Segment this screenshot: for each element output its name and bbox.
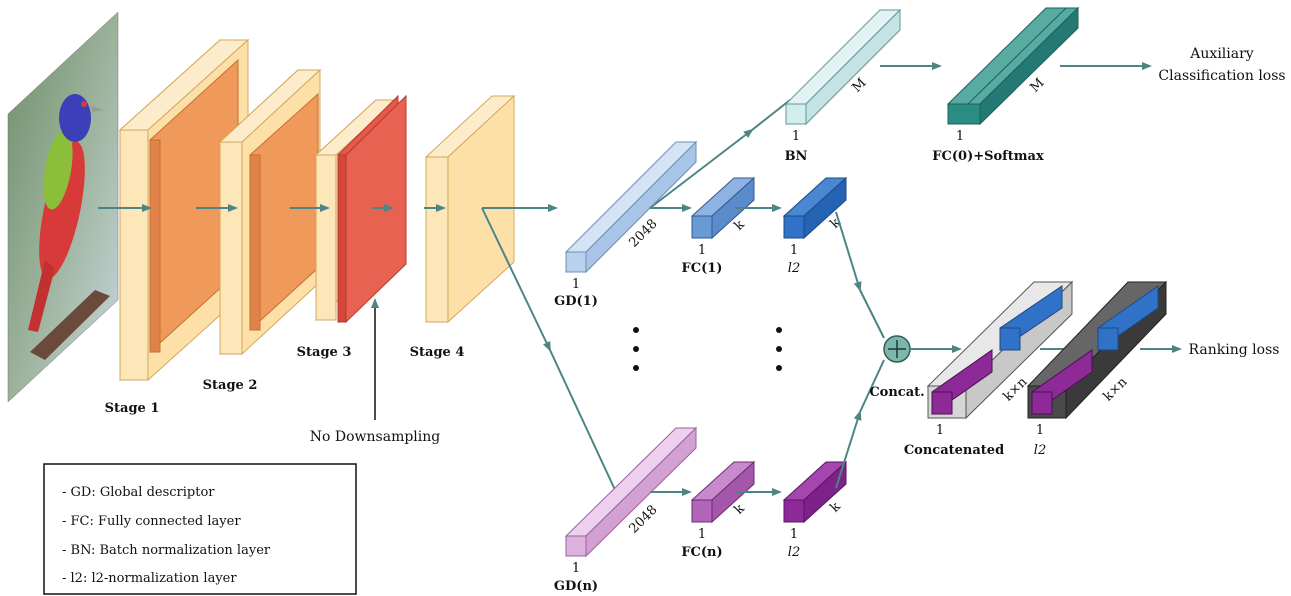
concat-block-one: 1: [936, 423, 944, 438]
fc1-block: [690, 176, 756, 240]
stage-2-label: Stage 2: [203, 378, 258, 393]
ellipsis-dots-right: [776, 327, 782, 371]
no-downsampling-label: No Downsampling: [310, 429, 441, 445]
gdn-block: [564, 426, 698, 558]
stage-4-label: Stage 4: [410, 345, 465, 360]
fc1-label: FC(1): [682, 261, 723, 276]
arrow-l2-n-concat-tail: [859, 359, 885, 413]
aux-loss-line1: Auxiliary: [1189, 46, 1253, 62]
concat-op-label: Concat.: [869, 385, 924, 400]
arrow-stage4-gdn: [481, 207, 551, 352]
fcn-block: [690, 460, 756, 524]
stage-3-block: [314, 94, 407, 324]
fcn-one: 1: [698, 527, 706, 542]
fc0-dim: M: [1028, 76, 1048, 96]
bn-dim: M: [850, 76, 870, 96]
l2-n-dim: k: [827, 499, 843, 515]
bn-one: 1: [792, 129, 800, 144]
ranking-loss-label: Ranking loss: [1189, 342, 1280, 358]
stage-1-label: Stage 1: [105, 401, 160, 416]
arrow-to-gdn: [549, 349, 617, 493]
legend-item-gd: - GD: Global descriptor: [62, 485, 215, 500]
l2-final-label: l2: [1034, 443, 1046, 458]
stage-2-block: [218, 68, 322, 356]
l2-block-final: [1026, 280, 1168, 420]
fcn-label: FC(n): [681, 545, 722, 560]
gd1-label: GD(1): [554, 294, 598, 309]
fcn-dim: k: [731, 501, 747, 517]
l2-n-one: 1: [790, 527, 798, 542]
concat-block-label: Concatenated: [904, 443, 1004, 458]
arrow-l2-n-to-concat: [835, 410, 862, 489]
concat-operator-icon: [883, 335, 911, 363]
arrow-l2-1-to-concat: [835, 211, 862, 292]
ellipsis-dots-left: [633, 327, 639, 371]
legend-box: - GD: Global descriptor - FC: Fully conn…: [43, 463, 357, 595]
bn-block: [784, 8, 902, 126]
concatenated-block: [926, 280, 1074, 420]
stage-3-label: Stage 3: [297, 345, 352, 360]
l2-1-one: 1: [790, 243, 798, 258]
stage-1-block: [118, 38, 250, 382]
l2-final-one: 1: [1036, 423, 1044, 438]
arrow-to-bn: [751, 99, 791, 131]
gdn-label: GD(n): [554, 579, 598, 594]
l2-block-1: [782, 176, 848, 240]
l2-1-label: l2: [788, 261, 800, 276]
fc0-label: FC(0)+Softmax: [932, 149, 1044, 164]
bn-label: BN: [785, 149, 808, 164]
input-bird-image: [7, 11, 119, 403]
aux-loss-line2: Classification loss: [1158, 68, 1285, 84]
legend-item-bn: - BN: Batch normalization layer: [62, 543, 271, 558]
l2-final-dim: k×n: [1101, 374, 1131, 404]
gd1-block: [564, 140, 698, 274]
gdn-one: 1: [572, 561, 580, 576]
fc0-softmax-block: [946, 6, 1080, 126]
arrow-gd1-bn: [649, 128, 754, 209]
arrow-l2-1-concat-tail: [859, 289, 885, 339]
fc1-dim: k: [731, 217, 747, 233]
l2-n-label: l2: [788, 545, 800, 560]
legend-item-fc: - FC: Fully connected layer: [62, 514, 241, 529]
legend-item-l2: - l2: l2-normalization layer: [62, 571, 237, 586]
fc1-one: 1: [698, 243, 706, 258]
fc0-one: 1: [956, 129, 964, 144]
l2-block-n: [782, 460, 848, 524]
gd1-one: 1: [572, 277, 580, 292]
stage-4-block: [424, 94, 516, 324]
